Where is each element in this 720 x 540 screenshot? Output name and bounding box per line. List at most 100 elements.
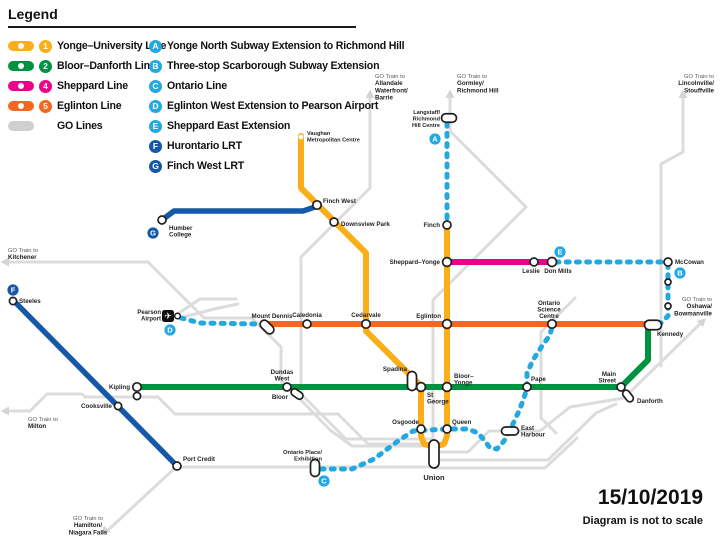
station-label-mccowan: McCowan (675, 259, 704, 266)
station-label-port-credit: Port Credit (183, 456, 215, 463)
line-swatch-icon (8, 61, 34, 71)
station-label-leslie: Leslie (522, 268, 540, 275)
station-mccowan: McCowan (663, 257, 704, 267)
station-label-caledonia: Caledonia (292, 312, 322, 319)
line-number-badge: 5 (39, 99, 52, 113)
svg-text:C: C (321, 477, 327, 486)
airplane-icon (162, 310, 174, 322)
extension-marker-F: F (7, 284, 19, 296)
go-stouffville (659, 94, 685, 368)
svg-text:A: A (432, 135, 438, 144)
legend-line-1: 1 Yonge–University Line (8, 36, 166, 56)
ext-ontario-line (318, 324, 555, 472)
go-arrows-layer (0, 89, 706, 535)
line-number-badge: 4 (39, 79, 52, 93)
go-pearson-spur-2 (178, 302, 240, 320)
station-scarborough-stop-2 (664, 302, 672, 310)
station-label-sheppard-yonge: Sheppard–Yonge (390, 259, 441, 266)
svg-text:E: E (557, 248, 562, 257)
go-lakeshore-west (105, 465, 438, 533)
extension-letter-badge: A (149, 39, 162, 53)
station-label-spadina: Spadina (383, 366, 408, 373)
extension-marker-B: B (674, 267, 686, 279)
station-exhibition: Ontario Place/Exhibition (283, 450, 322, 478)
legend-line-label: Yonge–University Line (57, 40, 167, 52)
line-2-bloor-danforth (134, 327, 651, 390)
station-finch: Finch (424, 220, 452, 230)
extension-letter-badge: B (149, 59, 162, 73)
legend-line-label: Eglinton Line (57, 100, 122, 112)
legend-extension-label: Sheppard East Extension (167, 120, 291, 132)
station-queen: Queen (442, 419, 471, 434)
arrow-oshawa (696, 318, 706, 328)
arrow-kitchener (0, 257, 9, 267)
go-pearson-spur-1 (177, 297, 238, 315)
svg-text:F: F (11, 286, 16, 295)
station-cooksville: Cooksville (81, 401, 123, 411)
legend-extension-C: C Ontario Line (149, 76, 404, 96)
extension-marker-E: E (554, 246, 566, 258)
station-scarborough-stop-1 (664, 278, 672, 286)
line-swatch-icon (8, 101, 34, 111)
station-label-danforth-go: Danforth (637, 398, 663, 405)
go-kitchener (6, 260, 434, 448)
go-lakeshore-east-3 (434, 436, 579, 470)
legend-extension-label: Finch West LRT (167, 160, 245, 172)
map-date: 15/10/2019 (597, 486, 703, 509)
station-label-kennedy: Kennedy (657, 331, 684, 338)
extension-letter-badge: F (149, 139, 162, 153)
station-eglinton: Eglinton (416, 313, 453, 330)
line-number-badge: 2 (39, 59, 52, 73)
svg-text:B: B (677, 269, 683, 278)
line-finch-west-lrt (159, 204, 318, 223)
station-kipling-go (132, 391, 142, 401)
station-mount-dennis: Mount Dennis (252, 313, 293, 335)
go-don-valley (539, 296, 577, 435)
station-label-cooksville: Cooksville (81, 403, 113, 410)
station-leslie: Leslie (522, 257, 540, 275)
go-milton (6, 392, 434, 446)
station-port-credit: Port Credit (172, 456, 215, 471)
map-scale-note: Diagram is not to scale (582, 515, 703, 527)
station-cedarvale: Cedarvale (351, 312, 381, 330)
station-kipling: Kipling (109, 381, 143, 393)
station-label-pape: Pape (531, 376, 546, 383)
arrow-hamilton (101, 525, 111, 535)
line-swatch-icon (8, 41, 34, 51)
station-danforth-go: Danforth (621, 389, 663, 405)
station-label-osgoode: Osgoode (392, 419, 419, 426)
station-caledonia: Caledonia (292, 312, 322, 329)
legend-line-5: 5 Eglinton Line (8, 96, 149, 116)
station-label-downsview-park: Downsview Park (341, 221, 390, 228)
svg-text:G: G (150, 229, 156, 238)
station-union: Union (423, 439, 445, 482)
extension-letter-badge: C (149, 79, 162, 93)
station-label-kipling: Kipling (109, 384, 130, 391)
station-dot-icon (18, 103, 24, 109)
go-swatch-icon (8, 121, 34, 131)
legend-extension-label: Ontario Line (167, 80, 227, 92)
svg-text:✈: ✈ (164, 311, 172, 321)
line-number-badge: 1 (39, 39, 52, 53)
station-steeles: Steeles (8, 296, 41, 306)
go-lakeshore-east-1 (434, 319, 705, 454)
